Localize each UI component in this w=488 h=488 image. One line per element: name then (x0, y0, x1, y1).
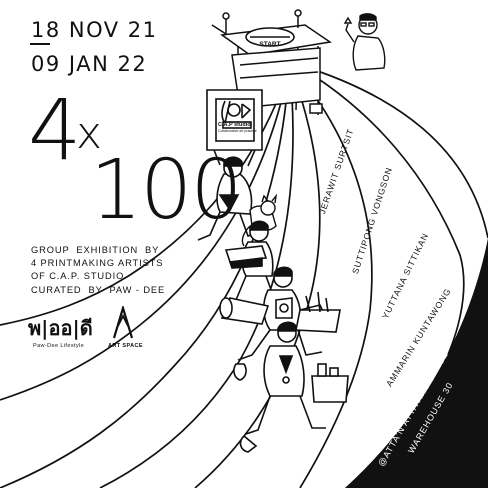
date-separator (30, 43, 50, 45)
runner-toolbox-carrier (239, 291, 349, 453)
cat-figure (241, 193, 278, 247)
title-prefix: 4 (28, 81, 82, 179)
track-start-label: START (259, 41, 280, 48)
start-date: 18 NOV 21 (31, 18, 158, 42)
pawdee-logo-mark: พ|ออ|ดี (28, 316, 93, 340)
pawdee-logo-caption: Paw-Dee Lifestyle (33, 343, 85, 349)
runner-tray-carrier (223, 220, 289, 305)
title-mark: x (76, 108, 103, 159)
starter-figure (343, 13, 386, 71)
artspace-logo-caption: ART SPACE (108, 343, 143, 349)
exhibition-info: GROUP EXHIBITION BY 4 PRINTMAKING ARTIST… (31, 245, 166, 295)
artspace-logo-icon (112, 306, 134, 339)
title-number: 100 (90, 143, 243, 238)
printing-press (211, 9, 332, 120)
runner-frame-carrier (197, 89, 263, 241)
black-corner (345, 238, 488, 488)
frame-sign-brand: C.A.P studio (218, 122, 251, 128)
frame-sign-tagline: Collaborative art practice (218, 129, 257, 133)
end-date: 09 JAN 22 (31, 52, 148, 76)
